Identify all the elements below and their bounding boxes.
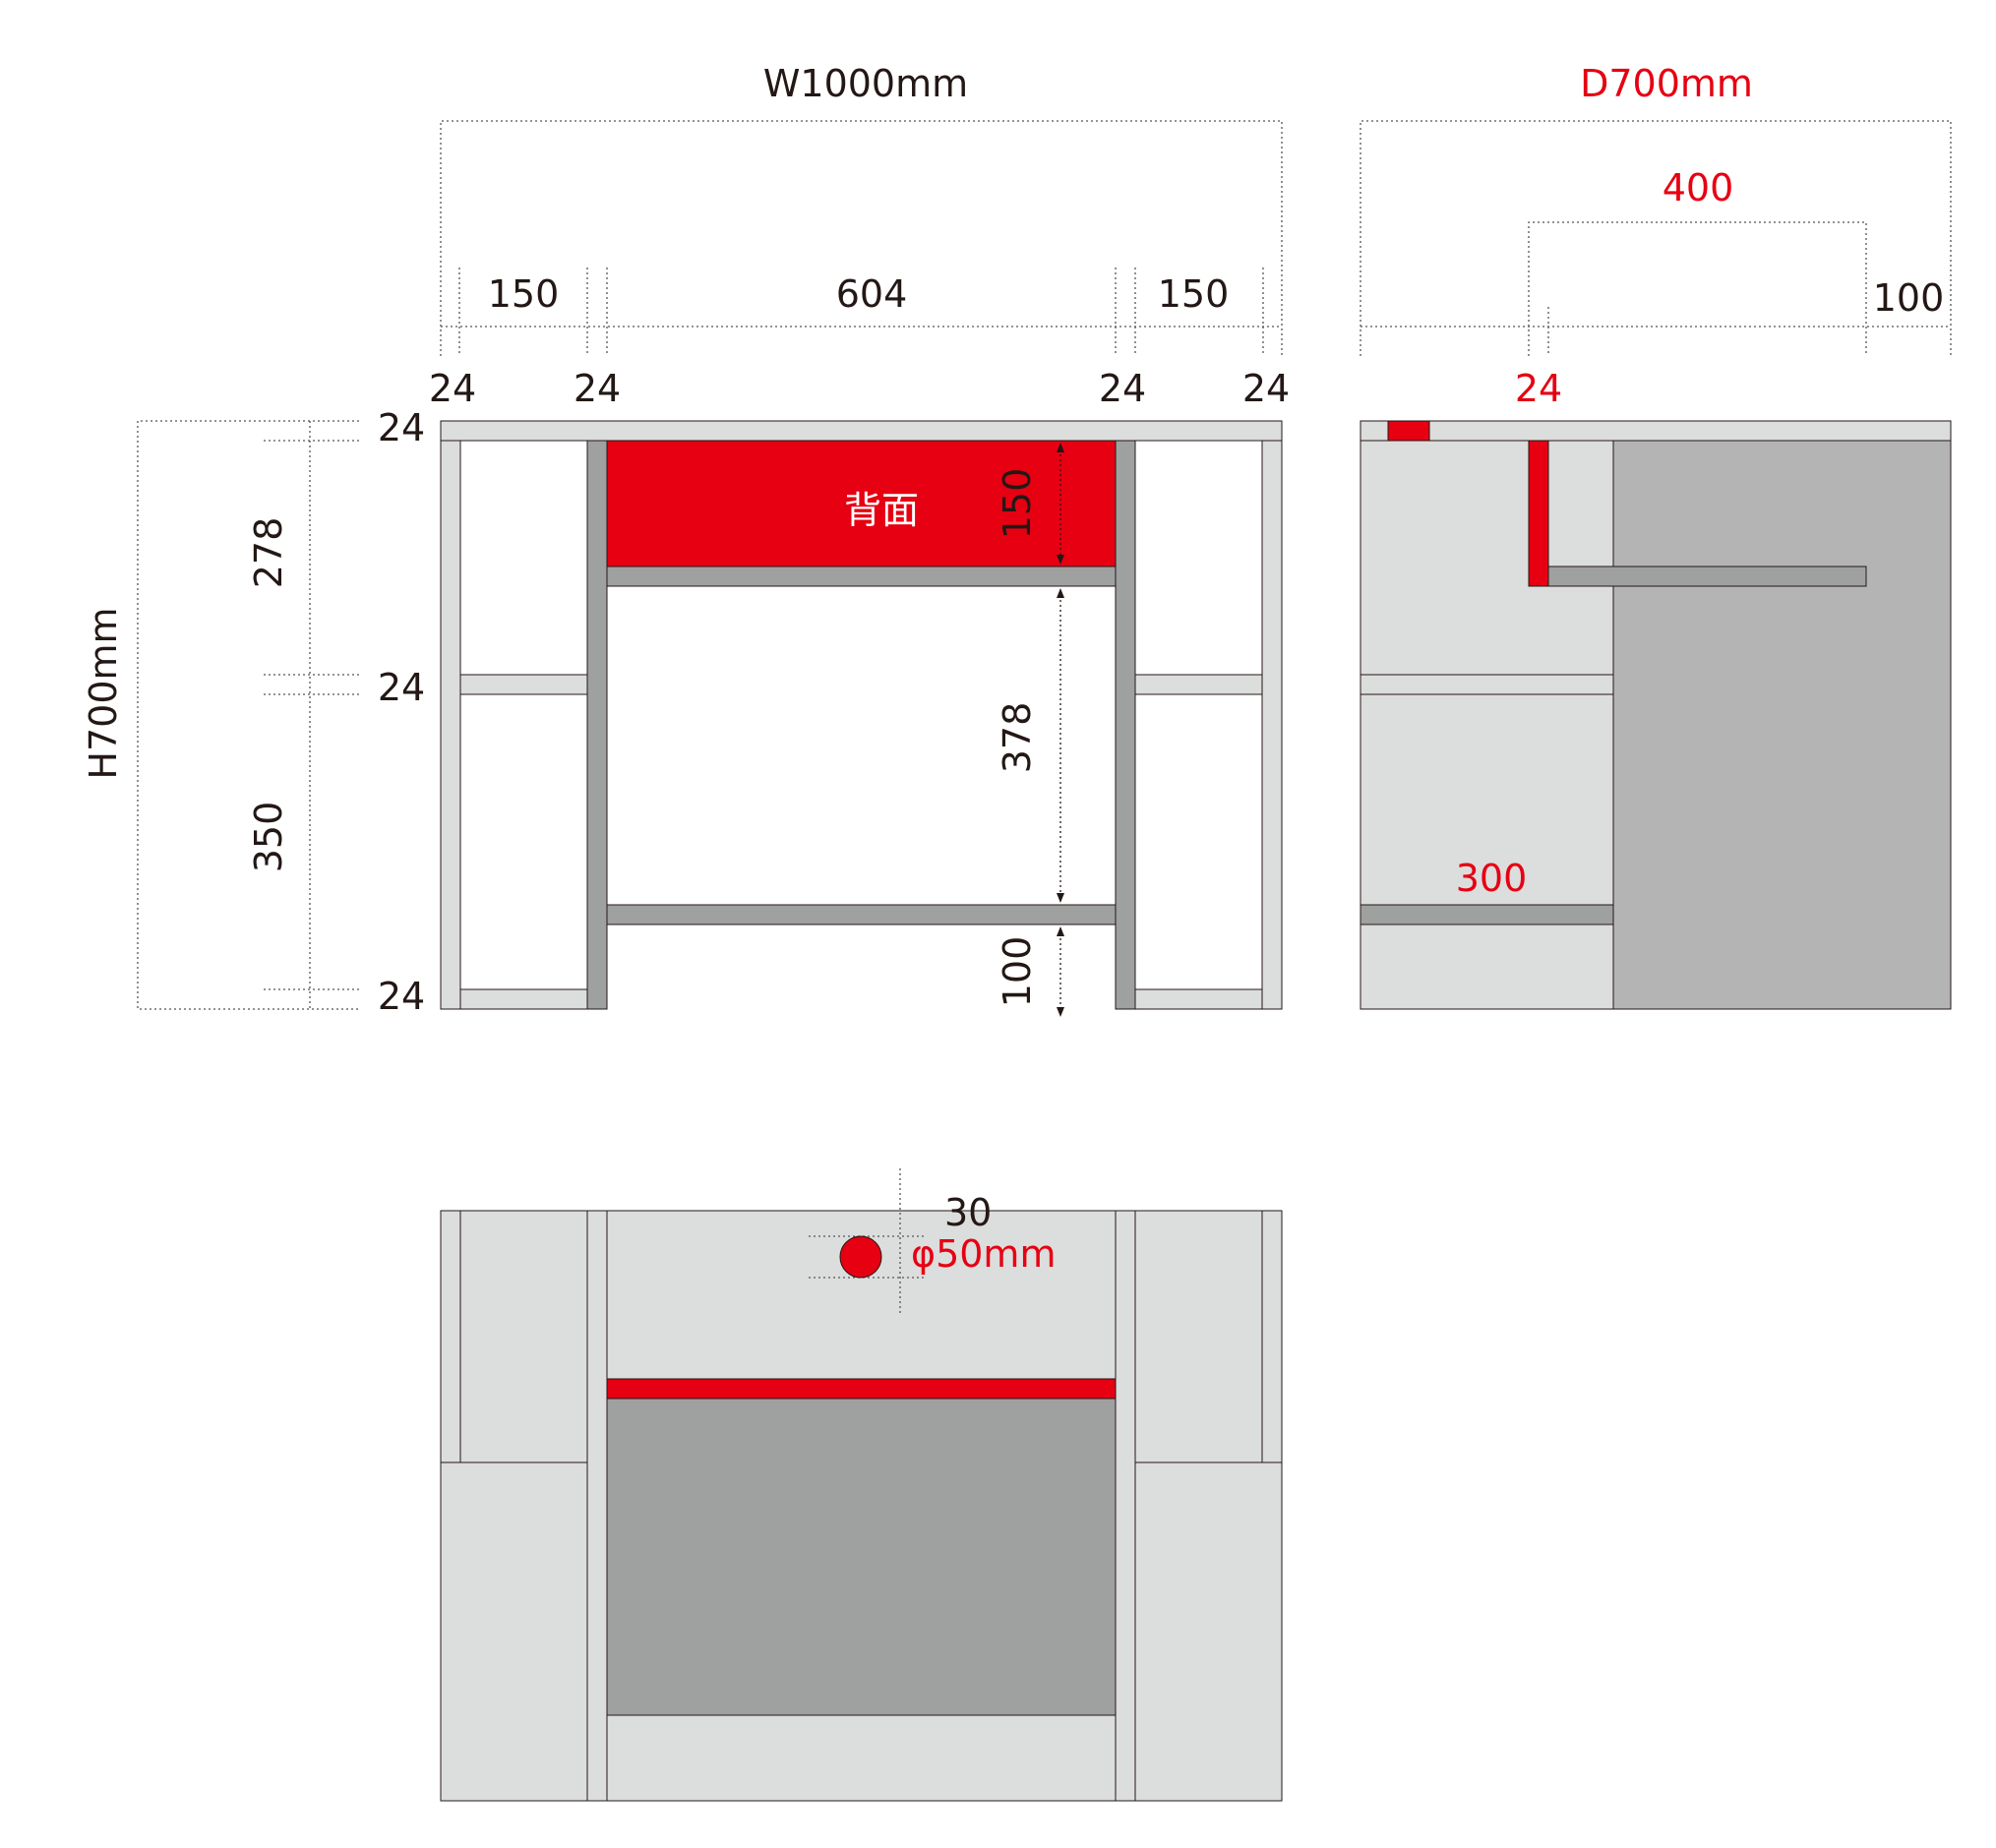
left-inner-partition [586,440,608,1010]
top-view: 30 φ50mm [440,1168,1283,1802]
back-panel [606,440,1117,567]
top-right-bay [1134,1210,1263,1463]
dim-foot-height: 100 [996,936,1039,1008]
right-side-panel [1261,440,1283,1010]
side-desk-shelf [1547,566,1867,587]
side-view: D700mm 400 100 24 300 [1360,62,1952,1010]
top-left-lower [440,1461,588,1802]
height-label: H700mm [82,607,125,779]
dim-back-panel-height: 150 [996,468,1039,540]
dim-left-bay: 150 [488,272,560,316]
left-bottom-shelf [459,988,588,1010]
height-ticks [264,440,359,990]
dim-top-board: 24 [378,406,425,449]
dim-board-4: 24 [1242,367,1290,410]
dim-upper-height: 278 [247,517,290,589]
top-board [440,420,1283,442]
inner-dim-arrows [1057,443,1064,1017]
side-middle-shelf [1360,674,1614,695]
depth-bracket [1360,120,1952,356]
top-desk-shelf [606,1398,1117,1716]
dim-board-3: 24 [1099,367,1146,410]
dim-hole-offset: 30 [944,1191,992,1234]
side-foot-shelf [1360,904,1614,925]
top-left-partition [586,1210,608,1802]
back-panel-label: 背面 [844,489,919,532]
side-panel-rear [1612,440,1952,1010]
dim-rear-gap: 100 [1873,276,1945,320]
top-left-bay [459,1210,588,1463]
dim-foot-shelf-depth: 300 [1456,857,1528,900]
dim-board-2: 24 [574,367,621,410]
side-top-accent [1387,420,1430,442]
foot-shelf [606,904,1117,925]
dim-back-panel-thickness: 24 [1515,367,1562,410]
width-bracket [440,120,1283,356]
top-right-side [1261,1210,1283,1463]
depth-label: D700mm [1580,62,1753,105]
dim-knee-space: 378 [996,702,1039,774]
front-view: W1000mm 150 604 150 24 24 24 24 H700mm 2… [82,62,1290,1018]
left-middle-shelf [459,674,588,695]
side-top-board [1360,420,1952,442]
right-middle-shelf [1134,674,1263,695]
dim-bottom-board: 24 [378,975,425,1018]
width-label: W1000mm [763,62,968,105]
dim-shelf-depth: 400 [1663,166,1734,209]
dim-lower-height: 350 [247,802,290,873]
top-left-side [440,1210,461,1463]
board-ticks [458,268,1264,356]
height-bracket [137,420,359,1010]
dim-center-bay: 604 [836,272,908,316]
cable-hole [839,1235,882,1279]
top-right-lower [1134,1461,1283,1802]
right-bottom-shelf [1134,988,1263,1010]
left-side-panel [440,440,461,1010]
dim-hole-diameter: φ50mm [911,1232,1056,1276]
dim-board-1: 24 [429,367,476,410]
dim-right-bay: 150 [1158,272,1230,316]
top-right-partition [1115,1210,1136,1802]
right-inner-partition [1115,440,1136,1010]
desk-shelf [606,566,1117,587]
top-back-panel [606,1378,1117,1400]
dim-middle-board: 24 [378,666,425,709]
shelf-depth-bracket [1528,221,1867,356]
side-back-panel [1528,440,1549,587]
